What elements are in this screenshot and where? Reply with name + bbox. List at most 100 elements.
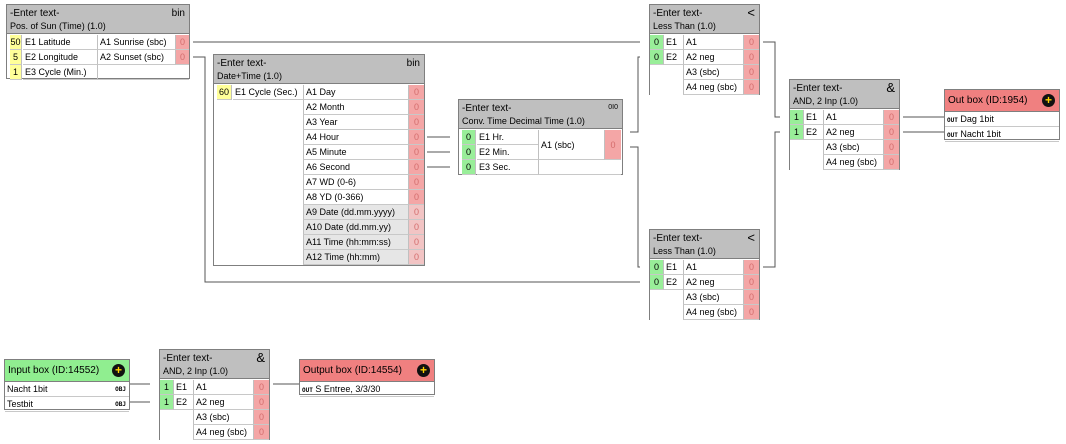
block-title: -Enter text-	[653, 233, 703, 244]
output-value: 0	[883, 155, 899, 170]
output-value: 0	[253, 410, 269, 425]
output-value: 0	[743, 35, 759, 50]
output-label: A2 Sunset (sbc)	[97, 50, 175, 65]
add-icon[interactable]: +	[417, 364, 430, 377]
input-box-row-label: Testbit	[7, 399, 34, 409]
wire-lt1-a1-to-and1-e1	[763, 41, 780, 118]
output-value: 0	[883, 110, 899, 125]
output-box-row[interactable]: OUT S Entree, 3/3/30	[300, 382, 434, 397]
empty-input-row	[650, 65, 683, 80]
add-icon[interactable]: +	[112, 364, 125, 377]
input-label: E2	[664, 275, 683, 290]
output-value: 0	[408, 205, 424, 220]
out-box-title: Out box (ID:1954)	[948, 95, 1028, 106]
input-value[interactable]: 1	[160, 395, 174, 410]
output-label: A4 neg (sbc)	[683, 80, 743, 95]
input-value[interactable]: 0	[462, 160, 476, 175]
output-label: A1	[193, 380, 253, 395]
output-label: A1 Day	[303, 85, 408, 100]
output-value: 0	[604, 130, 621, 160]
input-box-row[interactable]: Testbit OBJ	[5, 397, 129, 412]
empty-output-row	[97, 65, 189, 80]
output-value: 0	[408, 85, 424, 100]
input-value[interactable]: 50	[10, 35, 22, 50]
output-label: A10 Date (dd.mm.yy)	[303, 220, 408, 235]
output-box-title: Output box (ID:14554)	[303, 365, 402, 376]
block-title: -Enter text-	[653, 8, 703, 19]
output-value: 0	[253, 425, 269, 440]
out-box-row[interactable]: OUT Dag 1bit	[945, 112, 1059, 127]
input-value[interactable]: 0	[650, 35, 664, 50]
input-value[interactable]: 0	[462, 130, 476, 145]
block-subtitle: Conv. Time Decimal Time (1.0)	[462, 116, 585, 126]
output-label: A3 (sbc)	[193, 410, 253, 425]
output-label: A1	[823, 110, 883, 125]
input-value[interactable]: 1	[10, 65, 22, 80]
date-time-block[interactable]: -Enter text- Date+Time (1.0) bin 60 E1 C…	[213, 54, 425, 266]
out-box-row-label: Nacht 1bit	[960, 129, 1001, 139]
input-box-row[interactable]: Nacht 1bit OBJ	[5, 382, 129, 397]
block-subtitle: Pos. of Sun (Time) (1.0)	[10, 21, 106, 31]
out-box-1954[interactable]: Out box (ID:1954) + OUT Dag 1bit OUT Nac…	[944, 89, 1060, 142]
output-value: 0	[408, 220, 424, 235]
block-subtitle: Less Than (1.0)	[653, 21, 716, 31]
output-label: A3 (sbc)	[683, 65, 743, 80]
block-subtitle: AND, 2 Inp (1.0)	[793, 96, 859, 106]
output-label: A2 Month	[303, 100, 408, 115]
output-label: A2 neg	[823, 125, 883, 140]
empty-input-row	[790, 155, 823, 170]
input-value[interactable]: 1	[160, 380, 174, 395]
output-label: A1 Sunrise (sbc)	[97, 35, 175, 50]
block-title: -Enter text-	[10, 8, 60, 19]
input-value[interactable]: 0	[650, 275, 664, 290]
block-subtitle: Less Than (1.0)	[653, 246, 716, 256]
input-value[interactable]: 1	[790, 110, 804, 125]
input-label: E1 Latitude	[23, 35, 97, 50]
empty-output-row	[538, 160, 621, 175]
out-box-row[interactable]: OUT Nacht 1bit	[945, 127, 1059, 142]
input-value[interactable]: 1	[790, 125, 804, 140]
output-value: 0	[743, 305, 759, 320]
wire-sunset-to-lt2-e2	[193, 56, 640, 283]
output-value: 0	[743, 65, 759, 80]
input-value[interactable]: 0	[462, 145, 476, 160]
input-box-14552[interactable]: Input box (ID:14552) + Nacht 1bit OBJ Te…	[4, 359, 130, 412]
out-tag: OUT	[947, 117, 958, 124]
block-title: -Enter text-	[793, 83, 843, 94]
output-value: 0	[743, 80, 759, 95]
pos-of-sun-block[interactable]: -Enter text- Pos. of Sun (Time) (1.0) bi…	[6, 4, 190, 80]
input-value[interactable]: 0	[650, 260, 664, 275]
conv-time-decimal-block[interactable]: -Enter text- Conv. Time Decimal Time (1.…	[458, 99, 623, 175]
output-value: 0	[408, 100, 424, 115]
wire-conv-to-lt2-e1	[630, 146, 640, 268]
output-label: A7 WD (0-6)	[303, 175, 408, 190]
output-value: 0	[743, 275, 759, 290]
output-label: A1	[683, 35, 743, 50]
out-box-row-label: Dag 1bit	[960, 114, 994, 124]
input-label: E2	[664, 50, 683, 65]
output-label: A1 (sbc)	[538, 130, 604, 160]
input-label: E1	[174, 380, 193, 395]
output-value: 0	[743, 260, 759, 275]
input-value[interactable]: 0	[650, 50, 664, 65]
output-label: A8 YD (0-366)	[303, 190, 408, 205]
input-value[interactable]: 5	[10, 50, 22, 65]
output-label: A11 Time (hh:mm:ss)	[303, 235, 408, 250]
output-label: A2 neg	[683, 50, 743, 65]
wire-conv-to-lt1-e1	[630, 56, 640, 133]
input-label: E1	[664, 260, 683, 275]
out-tag: OUT	[947, 132, 958, 139]
output-label: A3 (sbc)	[823, 140, 883, 155]
input-value[interactable]: 60	[217, 85, 232, 100]
output-value: 0	[743, 50, 759, 65]
output-value: 0	[175, 35, 189, 50]
output-box-14554[interactable]: Output box (ID:14554) + OUT S Entree, 3/…	[299, 359, 435, 397]
binary-symbol-icon: bin	[171, 8, 185, 19]
add-icon[interactable]: +	[1042, 94, 1055, 107]
output-label: A3 Year	[303, 115, 408, 130]
